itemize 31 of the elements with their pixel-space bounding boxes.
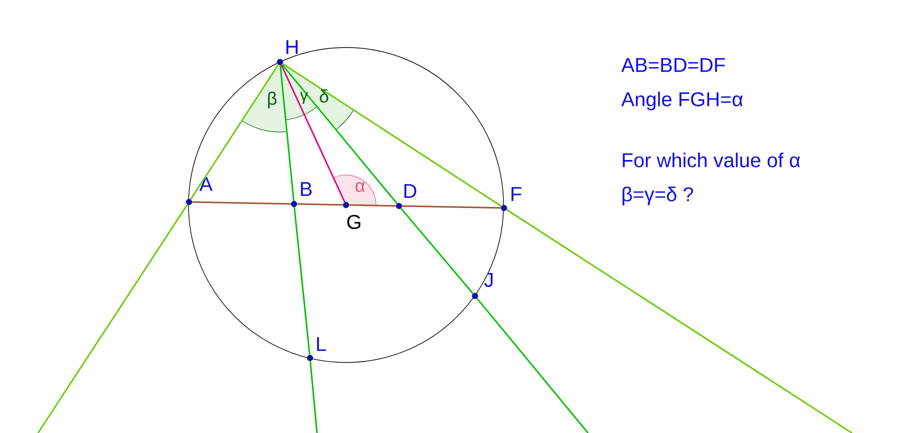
line: [297, 203, 343, 206]
line: [400, 208, 474, 294]
note-text: Angle FGH=α: [621, 92, 743, 110]
angle-label: δ: [320, 89, 328, 103]
angle-label: α: [356, 182, 365, 192]
angle-label: β: [268, 92, 276, 108]
line: [280, 64, 346, 202]
line: [281, 64, 398, 204]
point-label: H: [286, 40, 298, 54]
line: [280, 65, 294, 201]
line: [476, 298, 589, 433]
note-text: β=γ=δ ?: [622, 186, 694, 206]
line: [310, 361, 318, 433]
line: [190, 64, 279, 200]
line: [349, 204, 396, 207]
line: [402, 205, 501, 209]
line: [294, 207, 310, 355]
point-label: B: [300, 182, 312, 196]
line: [37, 204, 188, 433]
point-label: F: [512, 187, 522, 201]
note-text: For which value of α: [622, 152, 800, 168]
point-label: J: [484, 273, 493, 287]
point-label: D: [404, 184, 416, 198]
point-label: L: [317, 337, 326, 351]
point-label: G: [347, 214, 360, 230]
point-label: A: [199, 177, 213, 191]
line: [506, 209, 852, 433]
note-text: AB=BD=DF: [621, 58, 725, 72]
line: [192, 201, 291, 205]
angle-label: γ: [300, 92, 308, 104]
line: [282, 63, 502, 207]
